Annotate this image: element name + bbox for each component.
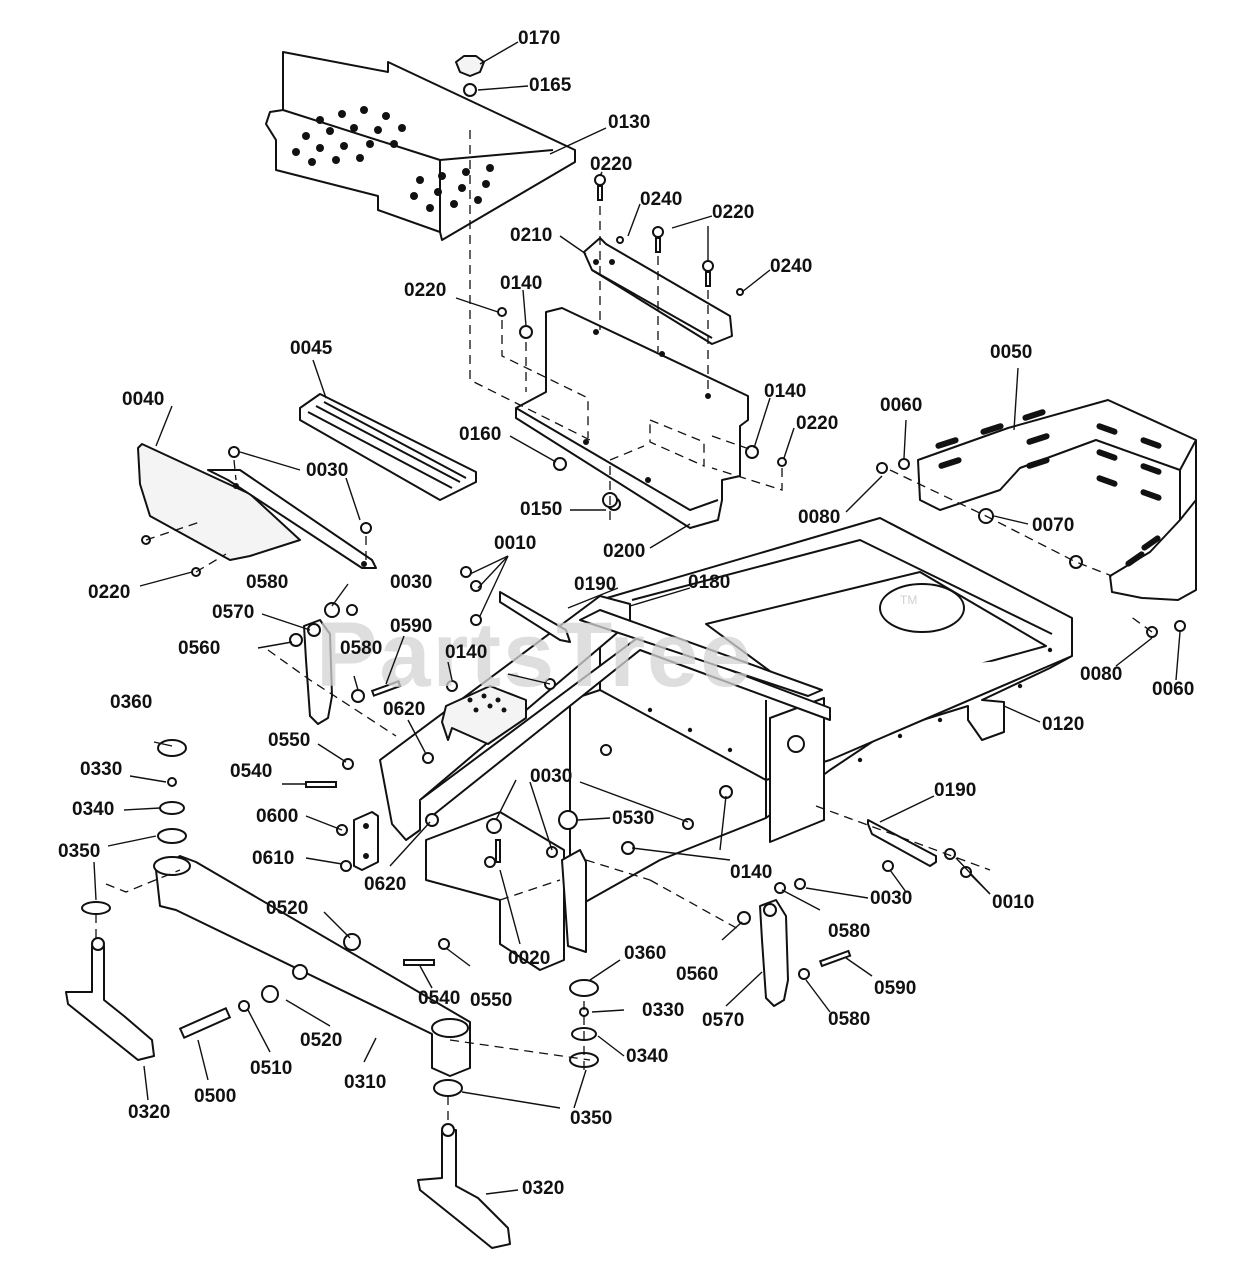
hardware bbox=[141, 174, 1186, 1040]
callout-0310: 0310 bbox=[344, 1072, 386, 1093]
leader-lines bbox=[93, 41, 1181, 1195]
callout-0580-d: 0580 bbox=[828, 1009, 870, 1030]
side-panel-0040 bbox=[137, 443, 377, 569]
callout-0020: 0020 bbox=[508, 948, 550, 969]
callout-0060-a: 0060 bbox=[880, 395, 922, 416]
watermark-tm: TM bbox=[900, 593, 917, 607]
callout-0190-b: 0190 bbox=[934, 780, 976, 801]
callout-0120: 0120 bbox=[1042, 714, 1084, 735]
callout-0320-a: 0320 bbox=[128, 1102, 170, 1123]
callout-0030-b: 0030 bbox=[390, 572, 432, 593]
callout-0190-a: 0190 bbox=[574, 574, 616, 595]
callout-0580-a: 0580 bbox=[246, 572, 288, 593]
callout-0040: 0040 bbox=[122, 389, 164, 410]
front-axle-0310 bbox=[153, 855, 471, 1077]
callout-0360-b: 0360 bbox=[624, 943, 666, 964]
callout-0340-a: 0340 bbox=[72, 799, 114, 820]
callout-0330-b: 0330 bbox=[642, 1000, 684, 1021]
callout-0350-a: 0350 bbox=[58, 841, 100, 862]
callout-0140-d: 0140 bbox=[730, 862, 772, 883]
callout-0520-b: 0520 bbox=[300, 1030, 342, 1051]
callout-0590-a: 0590 bbox=[390, 616, 432, 637]
callout-0150: 0150 bbox=[520, 499, 562, 520]
callout-0210: 0210 bbox=[510, 225, 552, 246]
watermark-text: PartsTree bbox=[316, 604, 753, 706]
shock-0570-right bbox=[737, 899, 789, 1007]
knob-0170 bbox=[455, 55, 485, 97]
callout-0010-b: 0010 bbox=[992, 892, 1034, 913]
callout-0140-c: 0140 bbox=[445, 642, 487, 663]
callout-0045: 0045 bbox=[290, 338, 333, 359]
axle-bracket-0600 bbox=[353, 811, 379, 871]
callout-0620-b: 0620 bbox=[364, 874, 406, 895]
callout-0220-e: 0220 bbox=[88, 582, 130, 603]
callout-0180: 0180 bbox=[688, 572, 730, 593]
callout-0080-a: 0080 bbox=[798, 507, 840, 528]
callout-0580-c: 0580 bbox=[828, 921, 870, 942]
callout-0030-c: 0030 bbox=[530, 766, 572, 787]
callout-0520-a: 0520 bbox=[266, 898, 308, 919]
callout-0010-a: 0010 bbox=[494, 533, 536, 554]
callout-0140-a: 0140 bbox=[500, 273, 542, 294]
rear-shield-0050 bbox=[917, 399, 1197, 601]
callout-0550-a: 0550 bbox=[268, 730, 310, 751]
callout-0140-b: 0140 bbox=[764, 381, 806, 402]
callout-0500: 0500 bbox=[194, 1086, 236, 1107]
callout-0600: 0600 bbox=[256, 806, 298, 827]
callout-0060-b: 0060 bbox=[1152, 679, 1194, 700]
callout-0165: 0165 bbox=[529, 75, 572, 96]
callout-0350-b: 0350 bbox=[570, 1108, 612, 1129]
callout-0200: 0200 bbox=[603, 541, 645, 562]
caster-fork-0320-left bbox=[65, 901, 155, 1061]
callout-0070: 0070 bbox=[1032, 515, 1074, 536]
callout-0560-b: 0560 bbox=[676, 964, 718, 985]
callout-0130: 0130 bbox=[608, 112, 650, 133]
callout-0580-b: 0580 bbox=[340, 638, 382, 659]
callout-0220-a: 0220 bbox=[590, 154, 632, 175]
step-mat-0045 bbox=[299, 393, 477, 501]
callout-0160: 0160 bbox=[459, 424, 501, 445]
callout-0590-b: 0590 bbox=[874, 978, 916, 999]
bushing-stack-left bbox=[157, 739, 187, 844]
shock-0570-left bbox=[289, 619, 333, 725]
callout-0220-b: 0220 bbox=[712, 202, 754, 223]
callout-0570-a: 0570 bbox=[212, 602, 254, 623]
callout-0510: 0510 bbox=[250, 1058, 292, 1079]
callout-0330-a: 0330 bbox=[80, 759, 122, 780]
footrest-plate-0130 bbox=[265, 51, 576, 241]
callout-0560-a: 0560 bbox=[178, 638, 220, 659]
callout-0610: 0610 bbox=[252, 848, 294, 869]
callout-labels: 0170 0165 0130 0220 0240 0220 0210 0240 … bbox=[58, 28, 1194, 1199]
caster-fork-0320-right bbox=[417, 1079, 511, 1249]
callout-0050: 0050 bbox=[990, 342, 1032, 363]
callout-0220-c: 0220 bbox=[404, 280, 446, 301]
switch-block-0140 bbox=[441, 685, 527, 745]
callout-0170: 0170 bbox=[518, 28, 560, 49]
center-plate-0200 bbox=[515, 307, 749, 529]
callout-0220-d: 0220 bbox=[796, 413, 838, 434]
callout-0550-b: 0550 bbox=[470, 990, 512, 1011]
callout-0080-b: 0080 bbox=[1080, 664, 1122, 685]
callout-0340-b: 0340 bbox=[626, 1046, 668, 1067]
callout-0030-d: 0030 bbox=[870, 888, 912, 909]
callout-0240-b: 0240 bbox=[770, 256, 812, 277]
assembly-lines bbox=[95, 130, 1153, 1124]
strap-0190-right bbox=[867, 819, 937, 867]
callout-0240-a: 0240 bbox=[640, 189, 682, 210]
callout-0620-a: 0620 bbox=[383, 699, 425, 720]
callout-0540-a: 0540 bbox=[230, 761, 272, 782]
callout-0570-b: 0570 bbox=[702, 1010, 744, 1031]
callout-0540-b: 0540 bbox=[418, 988, 460, 1009]
callout-0030-a: 0030 bbox=[306, 460, 348, 481]
watermark: PartsTree TM bbox=[316, 593, 917, 706]
callout-0320-b: 0320 bbox=[522, 1178, 564, 1199]
callout-0530: 0530 bbox=[612, 808, 654, 829]
callout-0360-a: 0360 bbox=[110, 692, 152, 713]
strap-0190-top bbox=[499, 591, 571, 643]
